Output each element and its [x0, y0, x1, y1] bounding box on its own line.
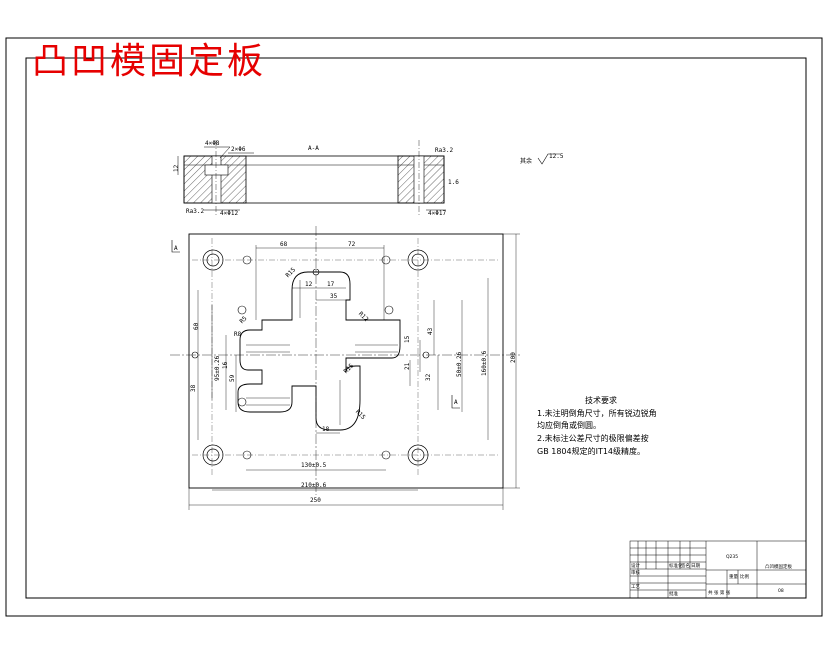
corner-hole-br-outer [407, 444, 429, 466]
technical-requirements: 技术要求 1.未注明倒角尺寸，所有锐边锐角 均应倒角或倒圆。 2.未标注公差尺寸… [537, 395, 657, 456]
plan-view: A A 68 72 R15 12 17 35 R12 R8 R5 60 95±0… [170, 226, 520, 510]
tech-line-2: 均应倒角或倒圆。 [537, 420, 601, 430]
tech-line-3: 2.未标注公差尺寸的极限偏差按 [537, 433, 649, 443]
tb-drawing-no: 08 [778, 588, 784, 594]
tb-standard: 标准化 [669, 562, 683, 569]
tb-checker: 审核 [631, 569, 640, 576]
dim-50: 50±0.26 [456, 351, 463, 377]
label-roughness-left: Ra3.2 [186, 208, 204, 215]
tech-line-1: 1.未注明倒角尺寸，所有锐边锐角 [537, 408, 657, 418]
dim-60: 60 [193, 322, 200, 330]
label-holes-bottom-right: 4×Φ17 [428, 210, 446, 217]
dim-R15-mid: R15 [342, 362, 355, 375]
dim-17: 17 [327, 281, 335, 288]
corner-hole-tr-outer [407, 249, 429, 271]
pin-hole-8 [237, 305, 247, 315]
section-mark-top: A [174, 245, 178, 252]
dim-12: 12 [305, 281, 313, 288]
corner-hole-bl-inner [206, 448, 220, 462]
pin-hole-1 [242, 255, 252, 265]
surface-finish-value: 12.5 [549, 153, 564, 160]
label-holes-top: 4×Φ8 [205, 140, 220, 147]
tech-line-4: GB 1804规定的IT14级精度。 [537, 446, 645, 456]
pin-hole-4 [381, 450, 391, 460]
dim-200: 200 [510, 352, 517, 363]
tb-date: 日期 [691, 563, 700, 569]
dim-38: 38 [190, 384, 197, 392]
dim-R8: R8 [234, 331, 242, 338]
tb-material: Q235 [726, 554, 738, 560]
label-thickness: 12 [173, 164, 180, 172]
dim-59: 59 [229, 374, 236, 382]
inner-border [25, 57, 807, 599]
dim-130: 130±0.5 [301, 462, 327, 469]
outer-border [5, 37, 823, 617]
tech-heading: 技术要求 [585, 395, 617, 405]
corner-hole-tl-inner [206, 253, 220, 267]
dim-R12: R12 [357, 310, 370, 323]
dim-210: 210±0.6 [301, 482, 327, 489]
tb-weight: 重量 [729, 573, 738, 580]
dim-15: 15 [404, 335, 411, 343]
section-mark-bottom: A [454, 399, 458, 406]
dim-21: 21 [404, 362, 411, 370]
dim-16: 16 [222, 361, 229, 369]
section-view: A-A 4×Φ8 2×Φ6 12 Ra3.2 Ra3.2 1.6 4×Φ12 4… [173, 140, 459, 217]
label-roughness-side: 1.6 [448, 179, 459, 186]
dim-18: 18 [322, 426, 330, 433]
tb-count: 共 张 第 张 [708, 589, 731, 596]
tb-name: 凸凹模固定板 [765, 563, 792, 570]
label-roughness-right: Ra3.2 [435, 147, 453, 154]
dim-68: 68 [280, 241, 288, 248]
drawing-title: 凸凹模固定板 [32, 41, 266, 82]
label-counterbore-top: 2×Φ6 [231, 146, 246, 153]
corner-hole-br-inner [411, 448, 425, 462]
dim-95: 95±0.26 [214, 355, 221, 381]
surface-finish-symbol [537, 153, 560, 165]
tb-approved: 批准 [669, 590, 678, 597]
pin-hole-9 [237, 397, 247, 407]
section-label: A-A [308, 145, 319, 152]
pin-hole-10 [384, 305, 394, 315]
dim-250: 250 [310, 497, 321, 504]
dim-35: 35 [330, 293, 338, 300]
tb-process: 工艺 [631, 584, 640, 590]
corner-hole-tr-inner [411, 253, 425, 267]
dim-R15-bottom: R15 [354, 408, 367, 421]
dim-72: 72 [348, 241, 356, 248]
tb-scale: 比例 [740, 573, 749, 580]
surface-finish-note: 其余 [520, 157, 532, 165]
dim-32: 32 [425, 373, 432, 381]
tb-designer: 设计 [631, 562, 640, 569]
title-block [629, 540, 807, 599]
pin-hole-7 [422, 351, 430, 359]
label-holes-bottom-left: 4×Φ12 [220, 210, 238, 217]
dim-R5: R5 [238, 315, 248, 325]
die-cavity-outline [237, 271, 401, 431]
dim-43: 43 [427, 327, 434, 335]
corner-hole-tl-outer [202, 249, 224, 271]
dim-160: 160±0.6 [481, 350, 488, 376]
corner-hole-bl-outer [202, 444, 224, 466]
tb-sign: 签名 [681, 562, 690, 569]
pin-hole-3 [242, 450, 252, 460]
pin-hole-2 [381, 255, 391, 265]
